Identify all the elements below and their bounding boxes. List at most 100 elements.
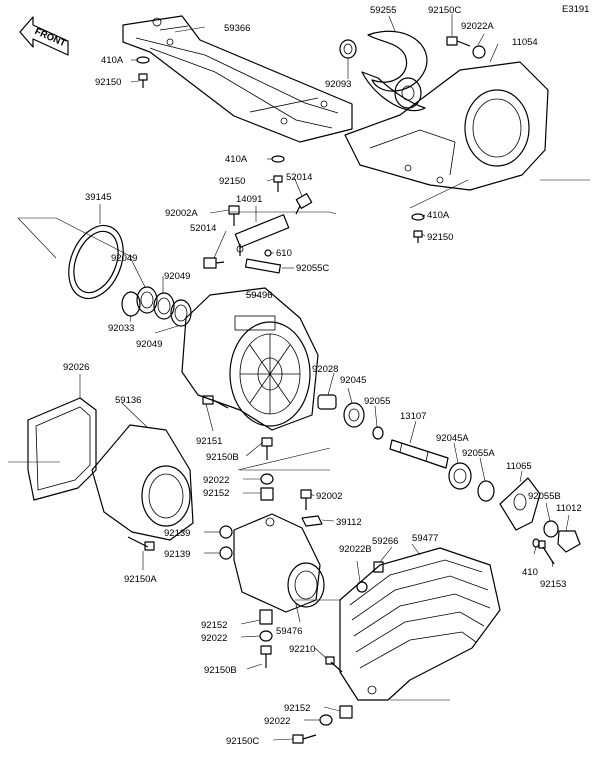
spacer-92028	[317, 394, 337, 410]
label-92055A: 92055A	[462, 448, 495, 459]
bolt-92150A	[127, 536, 155, 551]
front-direction-label: FRONT	[33, 26, 68, 49]
label-92150A: 92150A	[124, 574, 157, 585]
cap-92093	[339, 39, 357, 59]
label-11065: 11065	[506, 461, 532, 472]
bearing-92045	[343, 402, 365, 428]
washer-92022B	[356, 581, 368, 593]
collar-92152-c	[339, 705, 353, 719]
bearing-92045A	[448, 462, 472, 490]
bolt-92150C-top	[446, 36, 471, 47]
bolt-92151	[202, 395, 229, 409]
bracket-14091	[234, 214, 290, 256]
label-92022-a: 92022	[203, 475, 229, 486]
label-610: 610	[276, 248, 292, 259]
label-92045A: 92045A	[436, 433, 469, 444]
bolt-92210	[325, 656, 343, 673]
o-ring-92055B	[543, 520, 559, 538]
seal-92049-a	[136, 286, 158, 314]
label-92055: 92055	[364, 396, 390, 407]
label-92150-mid: 92150	[219, 176, 245, 187]
leader-lines	[79, 14, 570, 741]
washer-92022-c	[319, 714, 333, 726]
label-39112: 39112	[336, 517, 362, 528]
bolt-92153	[538, 540, 555, 565]
label-92150-right: 92150	[427, 232, 453, 243]
label-92022B: 92022B	[339, 544, 372, 555]
label-14091: 14091	[236, 194, 262, 205]
collar-92152-b	[259, 609, 273, 625]
o-ring-92055	[372, 426, 384, 440]
label-92028: 92028	[312, 364, 338, 375]
label-13107: 13107	[400, 411, 426, 422]
bolt-92150-right	[413, 230, 423, 243]
label-92022-c: 92022	[264, 716, 290, 727]
bolt-92150C-bottom	[292, 734, 317, 744]
fitting-52014-top	[295, 193, 313, 215]
bolt-92150-mid	[273, 175, 283, 192]
o-ring-610	[264, 249, 272, 257]
seal-92049-b	[153, 292, 175, 320]
label-410A-top: 410A	[101, 55, 124, 66]
label-92002: 92002	[316, 491, 342, 502]
projection-lines	[8, 179, 590, 701]
label-92151: 92151	[196, 436, 222, 447]
label-92045: 92045	[340, 375, 366, 386]
label-59136: 59136	[115, 395, 141, 406]
bolt-92150-top	[138, 73, 148, 88]
label-92093: 92093	[325, 79, 351, 90]
part-labels: 59366 410A 92150 59255 92150C 92022A 110…	[63, 5, 582, 747]
label-92152-c: 92152	[284, 703, 310, 714]
label-92049-a: 92049	[111, 253, 137, 264]
pump-cover-59477	[339, 547, 501, 701]
bolt-92150B-b	[260, 645, 272, 668]
washer-92022-a	[260, 473, 274, 485]
figure-code: E3191	[562, 4, 589, 15]
label-92049-b: 92049	[164, 271, 190, 282]
outlet-nozzle-59136	[91, 424, 194, 541]
label-410A-right: 410A	[427, 210, 450, 221]
collar-92152-a	[260, 487, 274, 501]
impeller-59255	[361, 30, 428, 112]
fitting-52014-left	[203, 257, 225, 269]
cover-92026	[27, 397, 97, 501]
label-39145: 39145	[85, 192, 111, 203]
label-59266: 59266	[372, 536, 398, 547]
o-ring-92055A	[477, 480, 495, 502]
label-92002A: 92002A	[165, 208, 198, 219]
plug-59266	[373, 561, 384, 573]
ride-plate-59366	[122, 15, 353, 143]
washer-92139-b	[219, 546, 233, 560]
label-92049-c: 92049	[136, 339, 162, 350]
label-52014-left: 52014	[190, 223, 216, 234]
label-92152-b: 92152	[201, 620, 227, 631]
label-92055C: 92055C	[296, 263, 329, 274]
label-410-b: 410	[522, 567, 538, 578]
label-92055B: 92055B	[528, 491, 561, 502]
label-410A-mid: 410A	[225, 154, 248, 165]
label-59366: 59366	[224, 23, 250, 34]
label-59476: 59476	[276, 626, 302, 637]
bolt-92150B-a	[261, 437, 273, 460]
washer-410-b	[532, 538, 540, 548]
wear-ring-39145	[68, 224, 124, 300]
pump-body-59496	[181, 287, 319, 431]
label-92150B-b: 92150B	[204, 665, 237, 676]
bolt-92002	[300, 489, 312, 510]
washer-410A-right	[411, 213, 425, 221]
washer-92022-b	[259, 630, 273, 642]
cap-11012	[557, 530, 581, 553]
label-11054: 11054	[512, 37, 538, 48]
label-11012: 11012	[556, 503, 582, 514]
washer-410A-mid	[271, 155, 285, 163]
label-92150B-a: 92150B	[206, 452, 239, 463]
label-59255: 59255	[370, 5, 396, 16]
washer-92022A	[472, 45, 486, 59]
gasket-92055C	[244, 258, 282, 274]
label-92022-b: 92022	[201, 633, 227, 644]
label-92026: 92026	[63, 362, 89, 373]
pump-case-11054	[344, 61, 549, 191]
label-92150C-bottom: 92150C	[226, 736, 259, 747]
seal-92049-c	[170, 299, 192, 327]
